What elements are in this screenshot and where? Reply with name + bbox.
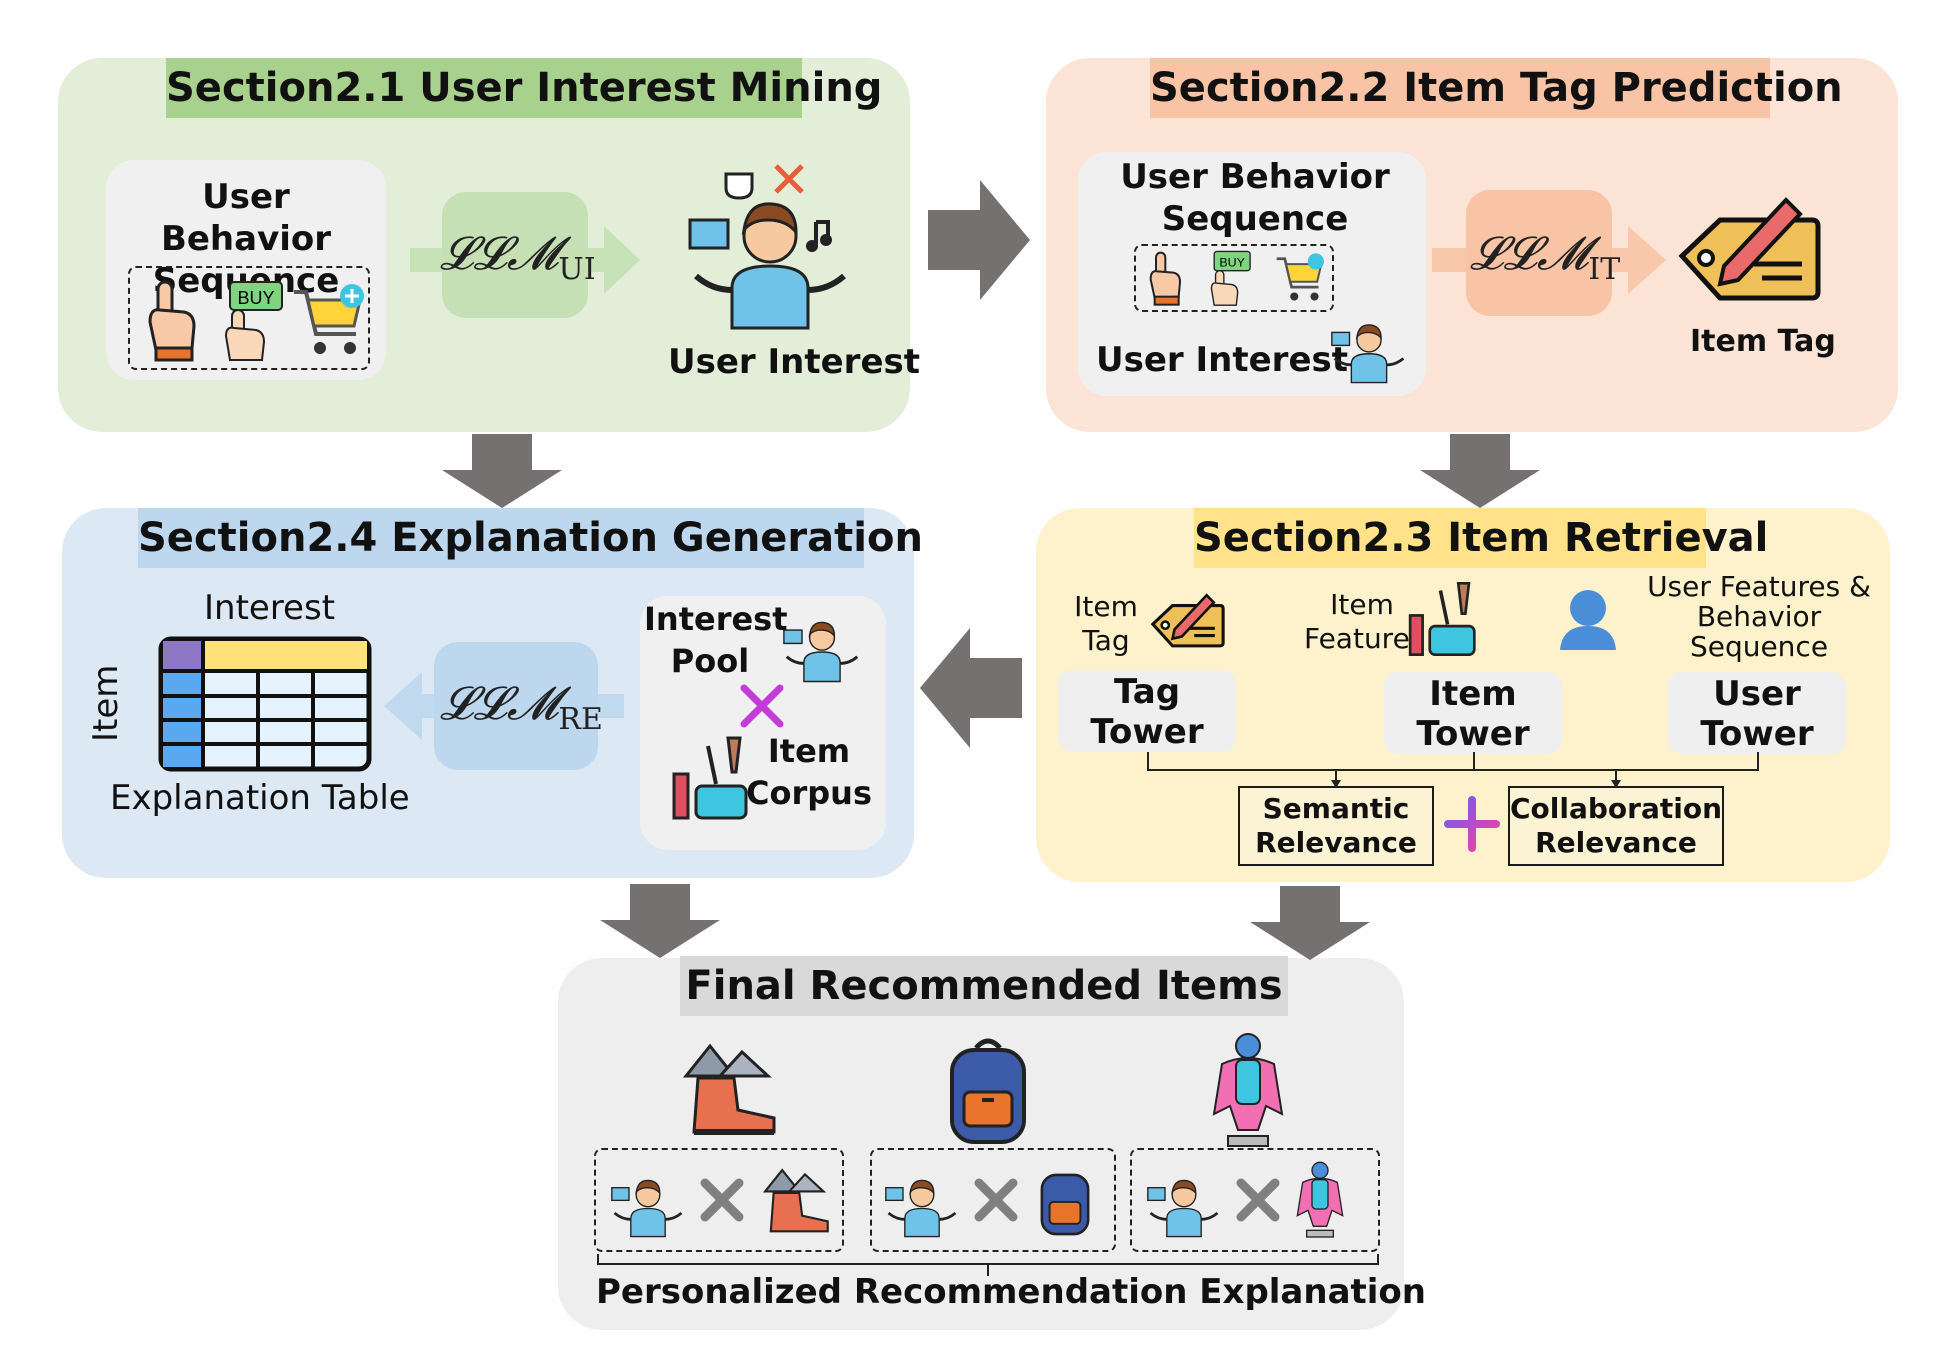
shopping-cart-icon <box>294 284 364 354</box>
llm-re-label: 𝓛𝓛𝓜RE <box>440 676 603 737</box>
llm-it-label: 𝓛𝓛𝓜IT <box>1470 226 1620 287</box>
section-2-2-title: Section2.2 Item Tag Prediction <box>1150 58 1843 118</box>
item-features-cosmetics-icon <box>1408 582 1476 656</box>
arrow-to-item-tag <box>1432 226 1666 294</box>
tower-connector-lines <box>1147 752 1759 788</box>
interest-axis-label: Interest <box>204 588 336 628</box>
tag-tower: Tag Tower <box>1058 670 1236 752</box>
arrow-2-3-to-2-4 <box>920 628 1022 748</box>
llm-ui-label: 𝓛𝓛𝓜UI <box>440 226 596 287</box>
arrow-2-1-to-2-4 <box>442 434 562 508</box>
cross-icon-1 <box>700 1178 744 1222</box>
explanation-table-icon <box>158 636 372 772</box>
click-hand-small-icon <box>1149 251 1182 306</box>
cross-icon-3 <box>1236 1178 1280 1222</box>
interest-pool-label: Interest Pool <box>644 600 788 680</box>
item-axis-label: Item <box>86 664 126 742</box>
arrow-2-4-to-final <box>600 884 720 958</box>
backpack-icon <box>950 1038 1026 1144</box>
arrow-2-2-to-2-3 <box>1420 434 1540 508</box>
cross-multiply-icon <box>740 684 784 728</box>
buy-button-icon: BUY <box>224 281 283 361</box>
user-interest-label-2: User Interest <box>1096 340 1348 380</box>
cosmetics-icon <box>672 736 748 820</box>
tag-pencil-icon <box>1678 197 1821 301</box>
semantic-relevance-box: Semantic Relevance <box>1238 786 1434 866</box>
item-tag-small-icon <box>1150 593 1225 648</box>
item-tower: Item Tower <box>1384 672 1562 754</box>
user-profile-icon <box>1560 590 1616 650</box>
user-interest-label: User Interest <box>668 342 920 382</box>
behavior-sequence-box-2 <box>1134 244 1334 312</box>
pair-person-icon-1 <box>611 1179 683 1238</box>
collaboration-relevance-box: Collaboration Relevance <box>1508 786 1724 866</box>
llm-symbol: 𝓛𝓛𝓜 <box>440 676 559 730</box>
arrow-2-3-to-final <box>1250 886 1370 960</box>
final-title: Final Recommended Items <box>680 956 1288 1016</box>
arrow-to-table <box>384 672 624 740</box>
behavior-sequence-label-2: User Behavior Sequence <box>1120 157 1390 239</box>
llm-it-subscript: IT <box>1588 252 1621 287</box>
explanation-table-label: Explanation Table <box>110 778 410 818</box>
superhero-figure-icon <box>1212 1033 1284 1147</box>
explanation-pair-backpack <box>870 1148 1116 1252</box>
user-interest-small-icon <box>1331 324 1405 384</box>
cross-icon-2 <box>974 1178 1018 1222</box>
item-tag-output-label: Item Tag <box>1690 324 1836 359</box>
section-2-4-title: Section2.4 Explanation Generation <box>138 508 923 568</box>
buy-button-small-icon: BUY <box>1210 250 1251 306</box>
arrow-2-1-to-2-2 <box>928 180 1030 300</box>
item-tag-input-label: Item Tag <box>1074 590 1138 657</box>
pair-person-icon-3 <box>1147 1179 1219 1238</box>
pair-superhero-icon <box>1296 1161 1344 1238</box>
pair-backpack-icon <box>1040 1173 1090 1236</box>
plus-icon <box>1444 796 1500 852</box>
item-corpus-label: Item Corpus <box>746 732 872 812</box>
click-hand-icon <box>148 280 196 362</box>
user-tower: User Tower <box>1668 672 1846 754</box>
llm-symbol: 𝓛𝓛𝓜 <box>1470 226 1589 280</box>
buy-text: BUY <box>237 288 274 308</box>
behavior-sequence-box <box>128 266 370 370</box>
explanation-pair-superhero <box>1130 1148 1380 1252</box>
item-features-label: Item Features <box>1304 588 1425 655</box>
personalized-explanation-caption: Personalized Recommendation Explanation <box>596 1272 1426 1312</box>
arrow-to-interest <box>410 226 640 294</box>
user-features-label: User Features & Behavior Sequence <box>1647 570 1871 663</box>
hiking-boot-icon <box>682 1043 776 1135</box>
interest-pool-person-icon <box>783 621 859 683</box>
section-2-3-title: Section2.3 Item Retrieval <box>1194 508 1768 568</box>
shopping-cart-small-icon <box>1276 253 1324 301</box>
pair-person-icon-2 <box>885 1179 957 1238</box>
llm-re-subscript: RE <box>558 702 603 737</box>
section-2-1-title: Section2.1 User Interest Mining <box>166 58 882 118</box>
pair-boot-icon <box>762 1168 829 1233</box>
caption-brace <box>597 1254 1379 1276</box>
user-interest-person-icon <box>688 164 846 330</box>
explanation-pair-boot <box>594 1148 844 1252</box>
llm-ui-subscript: UI <box>558 252 596 287</box>
llm-symbol: 𝓛𝓛𝓜 <box>440 226 559 280</box>
buy-text-small: BUY <box>1219 256 1245 270</box>
